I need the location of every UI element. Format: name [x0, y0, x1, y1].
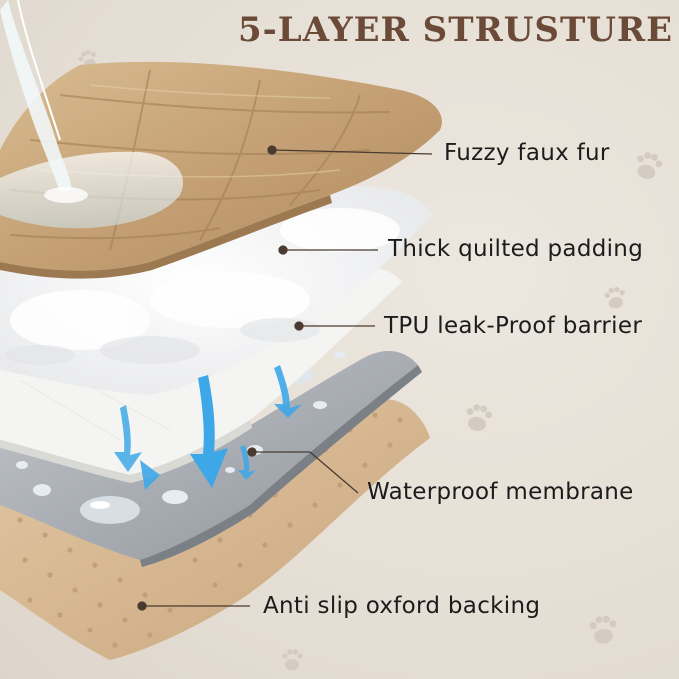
paw-print-icon	[589, 615, 617, 644]
layer-label-tpu-barrier: TPU leak-Proof barrier	[384, 313, 643, 339]
paw-print-icon	[637, 152, 663, 179]
paw-print-icon	[604, 286, 625, 309]
water-stream-icon	[0, 0, 184, 229]
layer-label-padding: Thick quilted padding	[388, 236, 644, 262]
layer-label-backing: Anti slip oxford backing	[263, 593, 541, 619]
page-title: 5-LAYER STRUSTURE	[238, 10, 674, 50]
padding-layer	[0, 186, 432, 395]
pointer-lines	[137, 145, 433, 611]
paw-print-icon	[466, 404, 493, 431]
layer-label-faux-fur: Fuzzy faux fur	[444, 140, 610, 166]
paw-print-icon	[282, 649, 303, 671]
flow-arrow-icon	[114, 365, 302, 490]
layer-label-membrane: Waterproof membrane	[367, 479, 634, 505]
